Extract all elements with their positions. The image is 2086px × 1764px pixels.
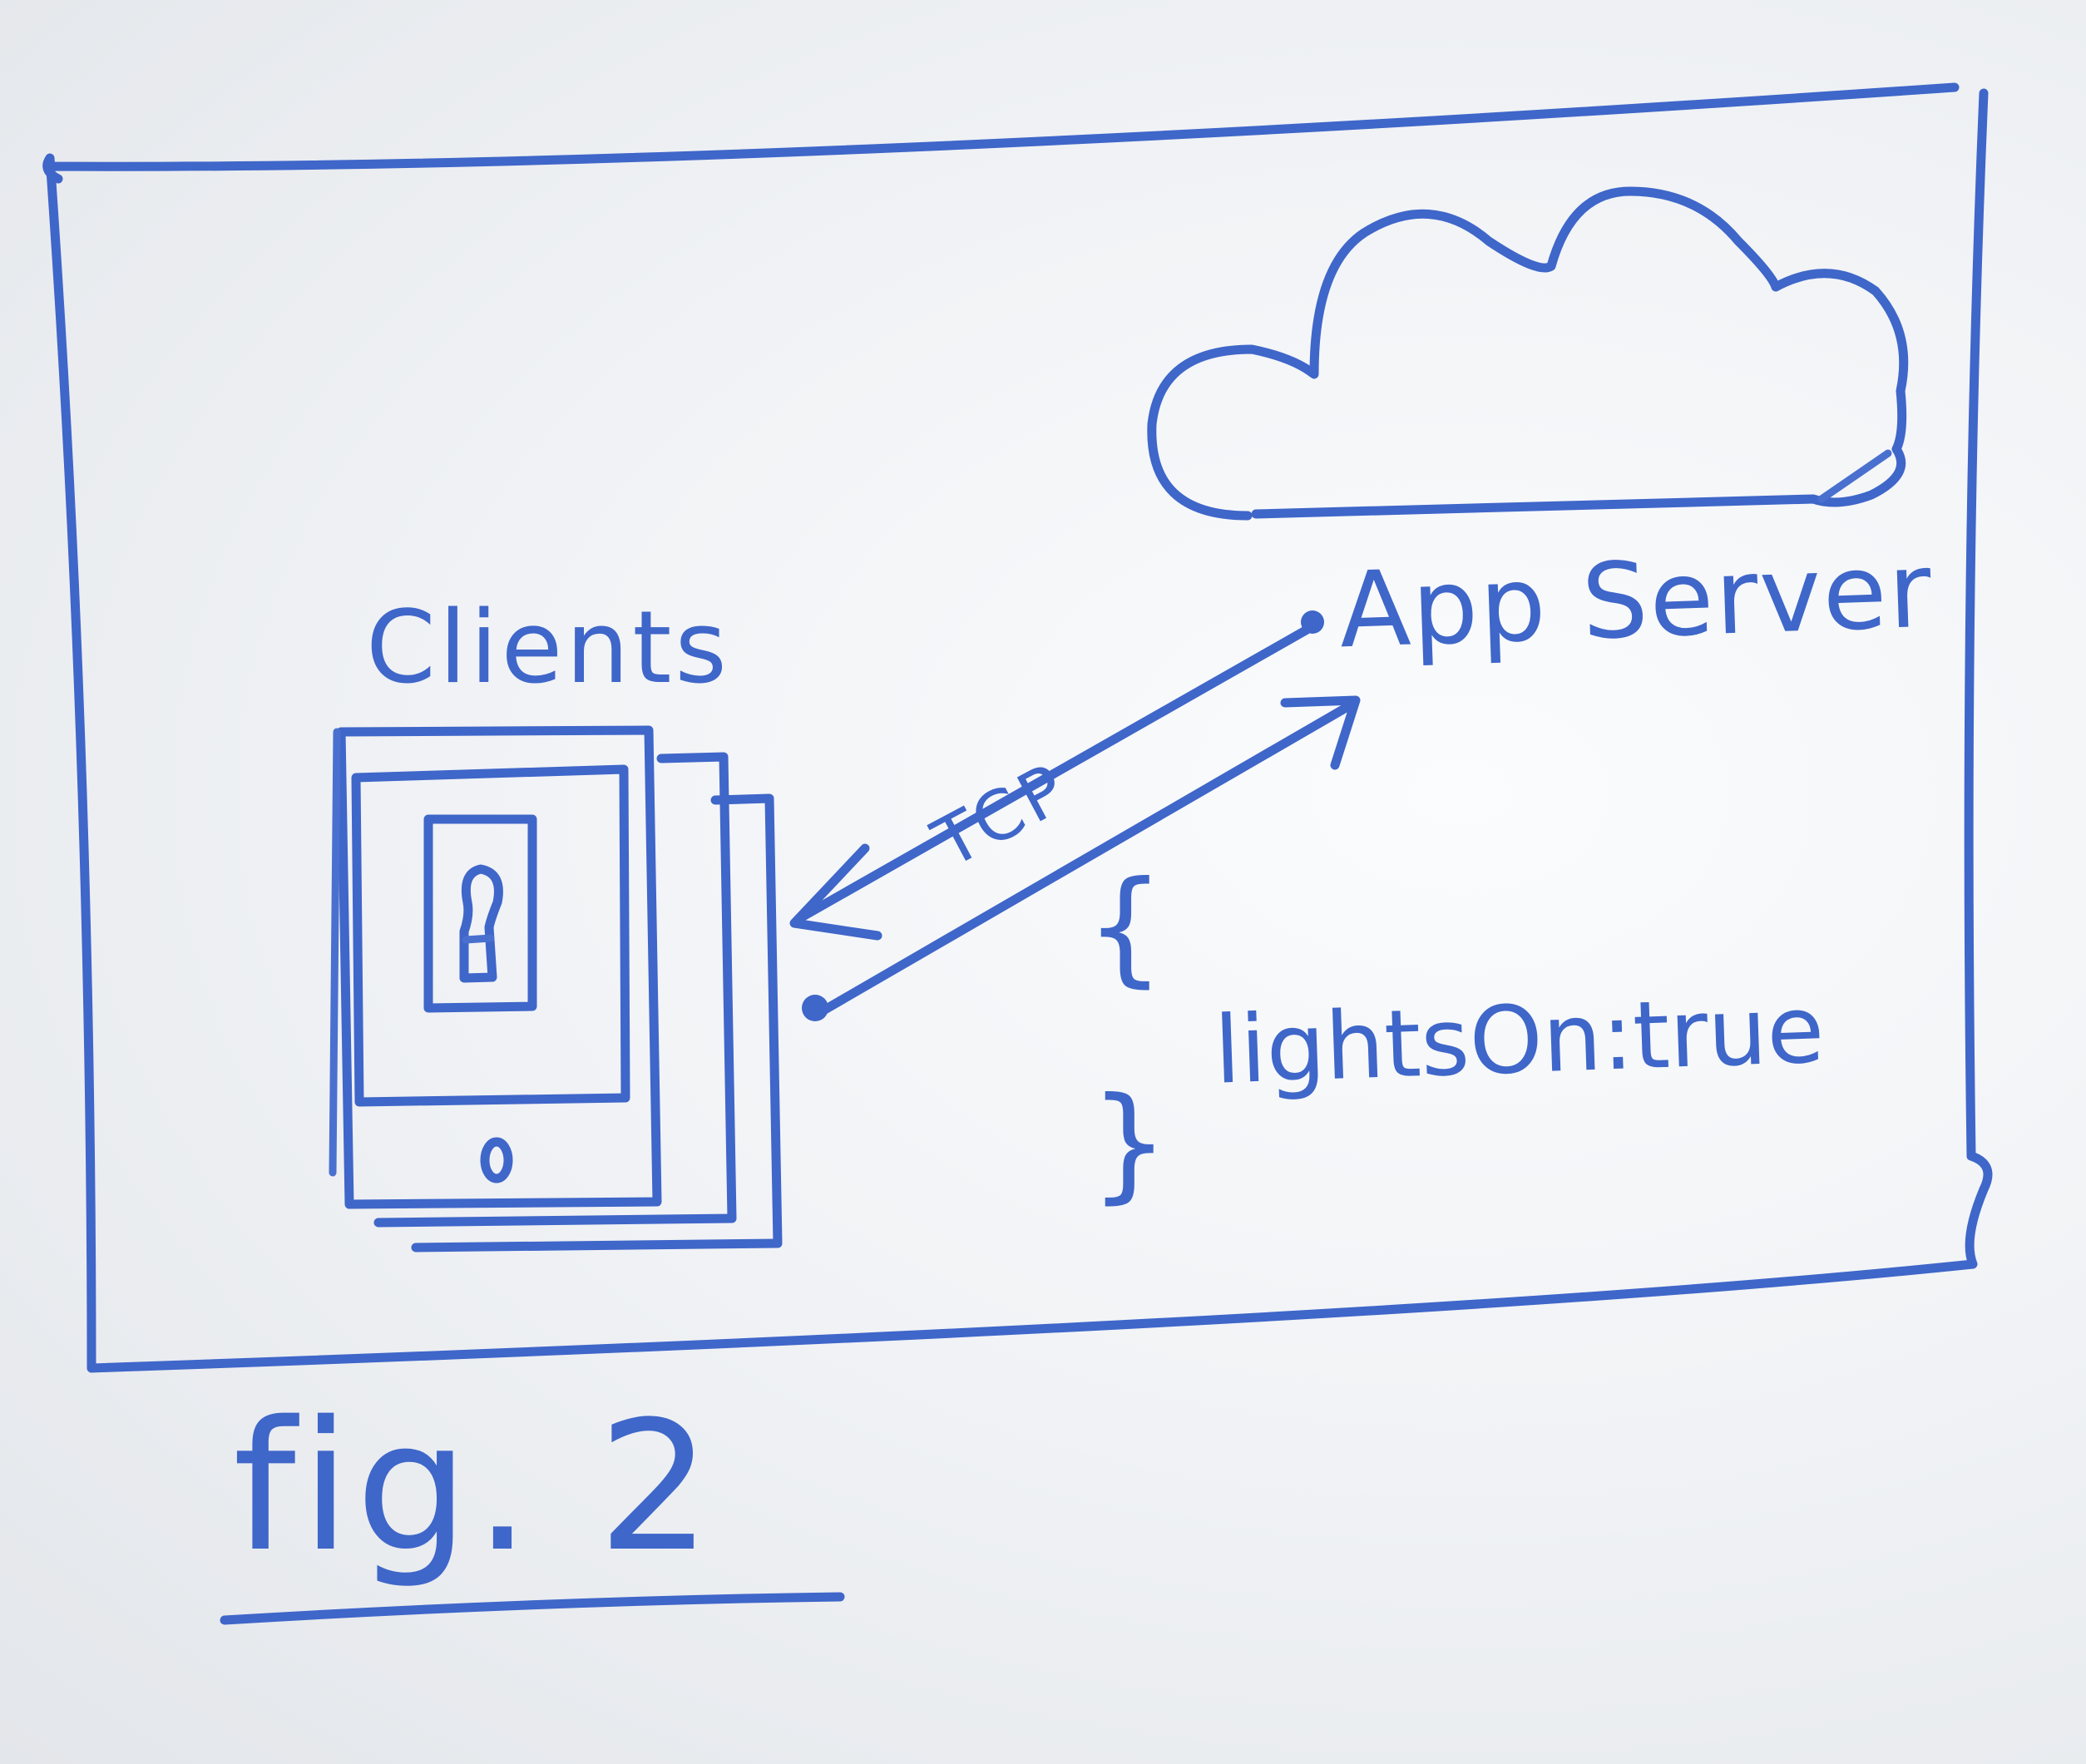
figure-underline bbox=[220, 1592, 845, 1625]
payload-label: lightsOn:true bbox=[1212, 976, 1826, 1105]
tablet-icon bbox=[329, 725, 783, 1253]
payload-close-brace: } bbox=[1090, 1071, 1169, 1216]
arrow-to-server bbox=[818, 702, 1352, 1015]
app-server-label: App Server bbox=[1337, 530, 1935, 672]
payload-open-brace: { bbox=[1085, 855, 1165, 1000]
figure-label: fig. 2 bbox=[233, 1382, 717, 1591]
clients-label: Clients bbox=[366, 590, 730, 706]
arrow-to-clients bbox=[793, 623, 1315, 924]
light-switch-icon bbox=[423, 814, 537, 1013]
diagram-frame bbox=[42, 82, 1993, 1373]
server-endpoint-dot bbox=[1301, 610, 1324, 634]
client-endpoint-dot bbox=[802, 995, 828, 1021]
cloud-icon bbox=[1147, 186, 1909, 521]
